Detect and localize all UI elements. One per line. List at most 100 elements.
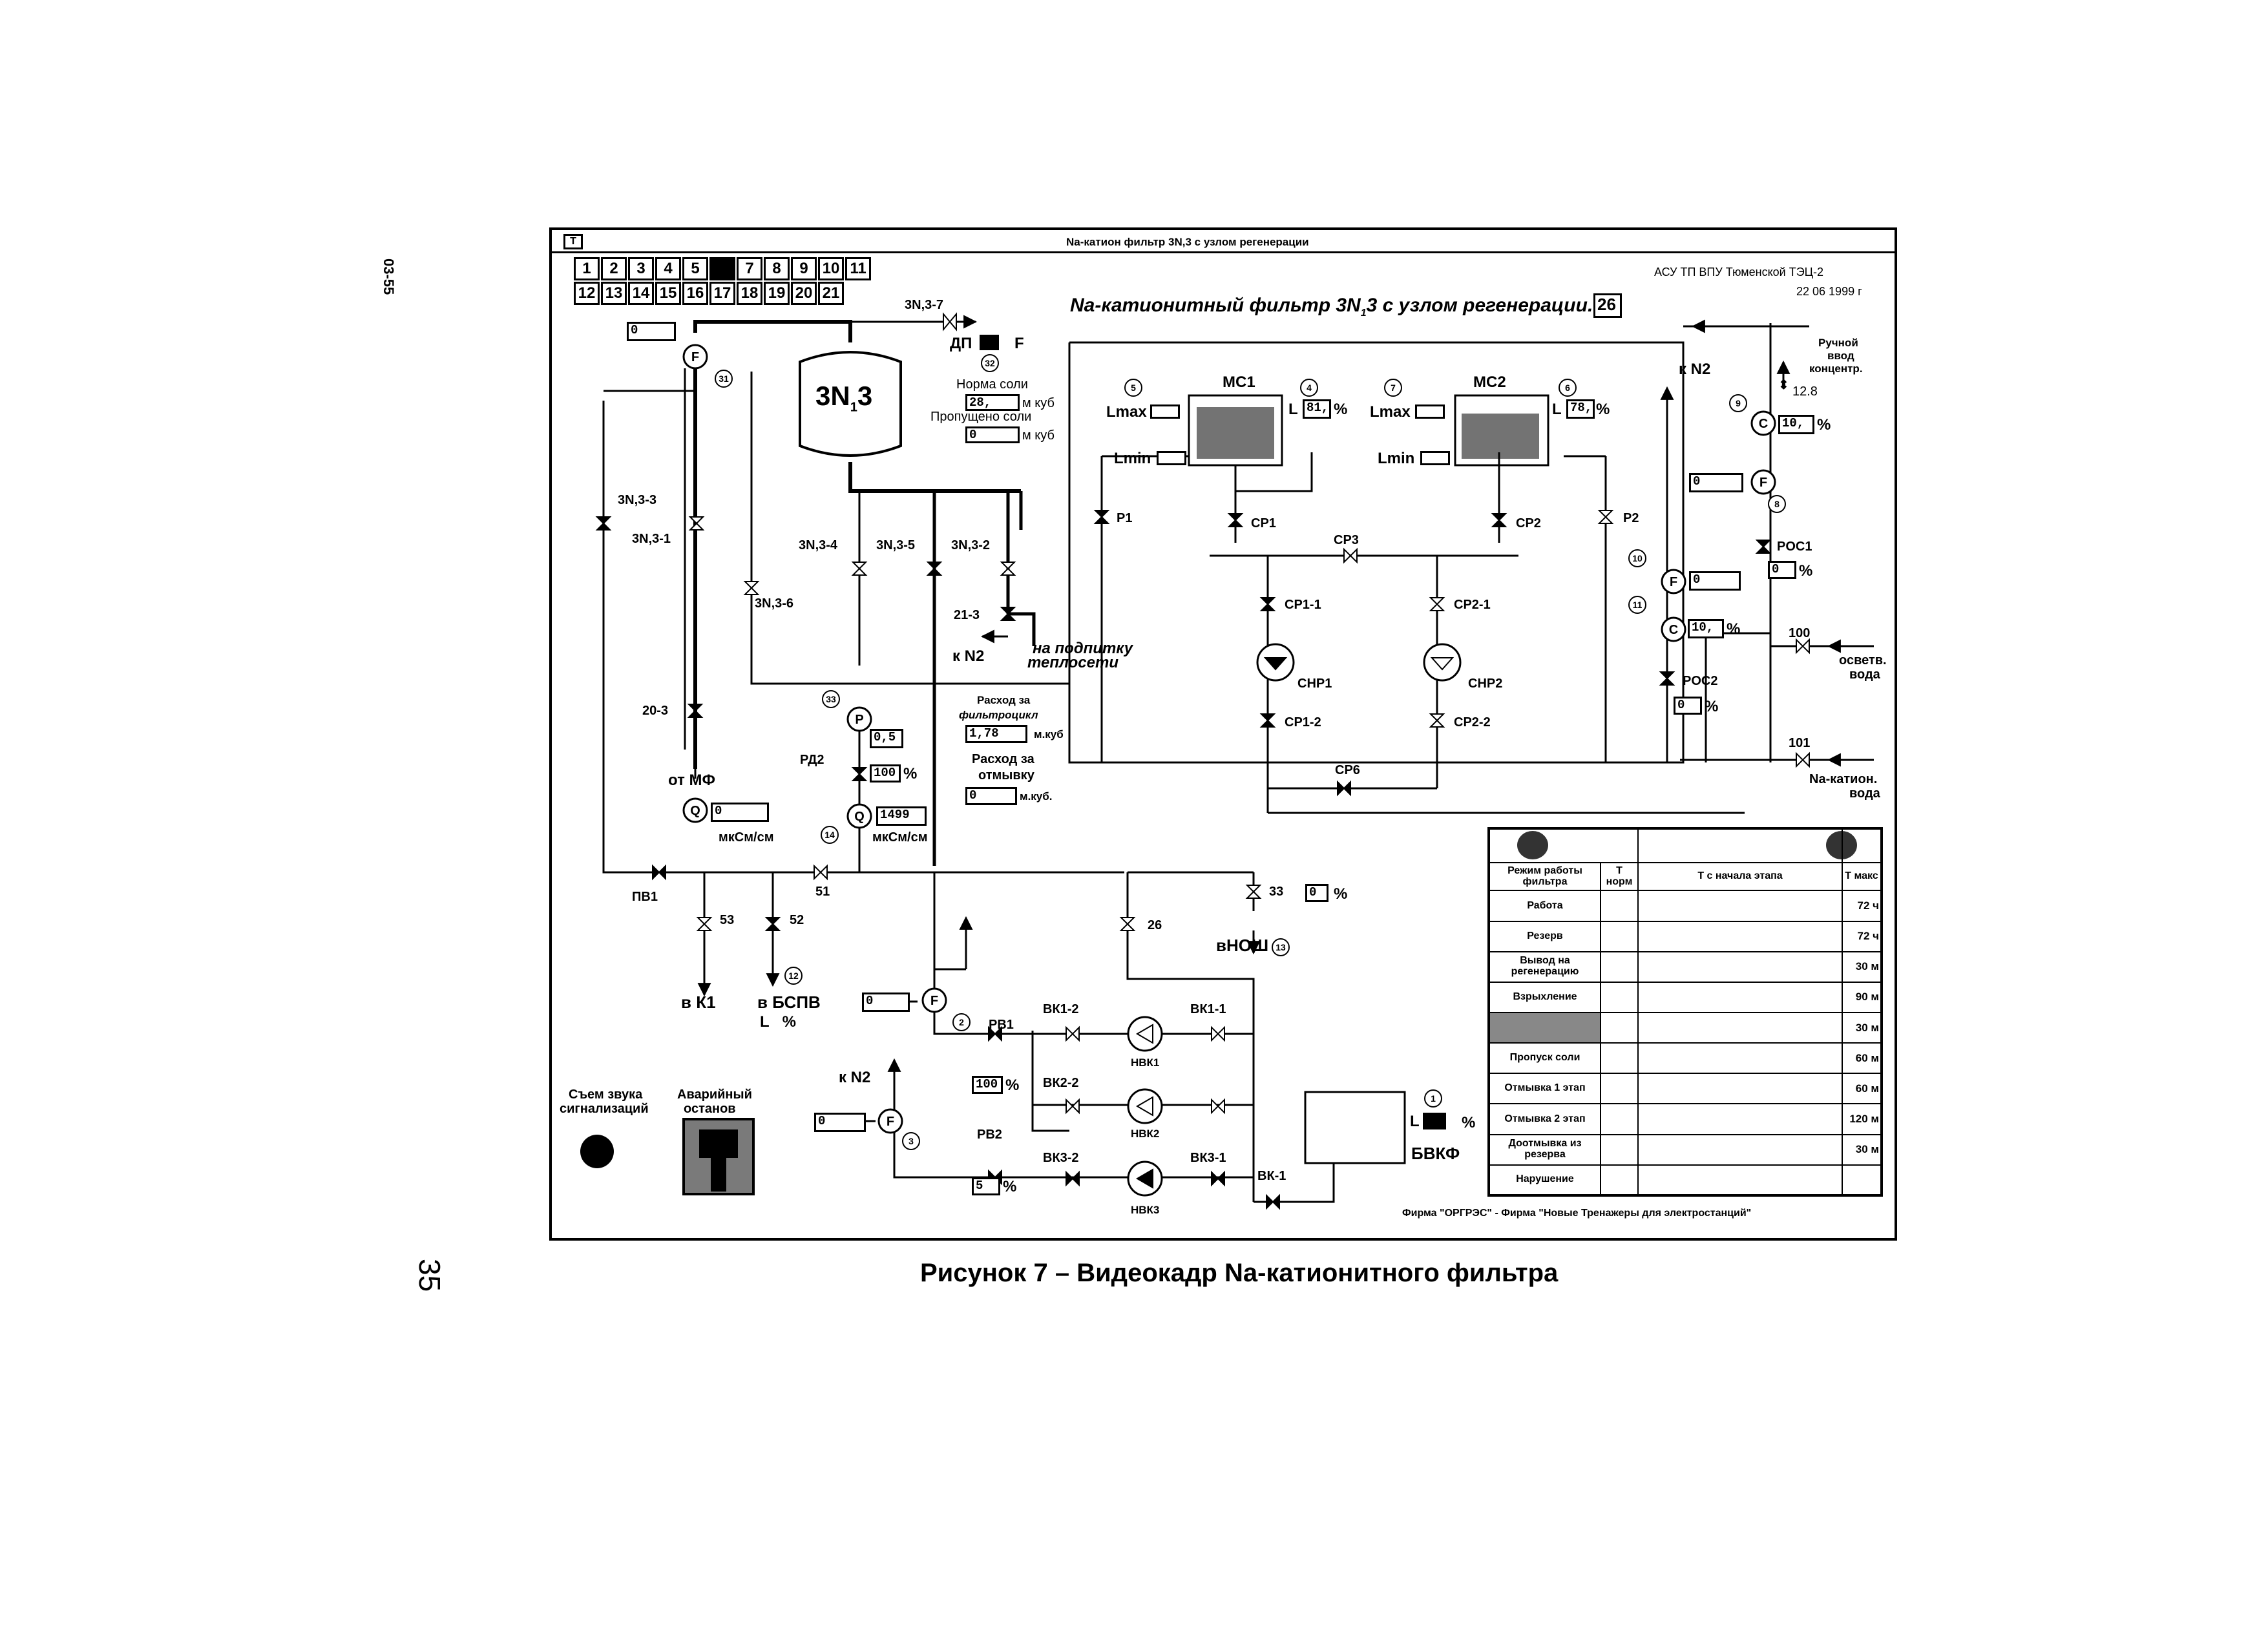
tab-1[interactable]: 1 xyxy=(574,257,600,280)
tab-14[interactable]: 14 xyxy=(628,282,654,305)
valve-label-cp6[interactable]: CP6 xyxy=(1335,763,1360,777)
tab-2[interactable]: 2 xyxy=(601,257,627,280)
valve-label-пв1[interactable]: ПВ1 xyxy=(632,890,658,904)
valve-label-3n-3-5[interactable]: 3N,3-5 xyxy=(876,538,916,552)
mc1-label: МС1 xyxy=(1223,373,1255,391)
tab-13[interactable]: 13 xyxy=(601,282,627,305)
tab-17[interactable]: 17 xyxy=(709,282,735,305)
poc1-value[interactable]: 0 xyxy=(1768,561,1796,579)
tab-18[interactable]: 18 xyxy=(737,282,762,305)
to-nosh-label: вНОШ xyxy=(1216,936,1269,955)
tab-10[interactable]: 10 xyxy=(818,257,844,280)
valve-label-3n-3-7[interactable]: 3N,3-7 xyxy=(905,298,944,312)
salt-norm-label: Норма соли xyxy=(956,377,1028,392)
valve-label-3n-3-1[interactable]: 3N,3-1 xyxy=(632,532,671,546)
valve-label-53[interactable]: 53 xyxy=(720,913,735,927)
c9-value[interactable]: 10, xyxy=(1778,415,1814,434)
marker-4: 4 xyxy=(1300,379,1318,397)
mc1-lmin-box xyxy=(1157,451,1186,465)
tab-16[interactable]: 16 xyxy=(682,282,708,305)
tab-7[interactable]: 7 xyxy=(737,257,762,280)
valve-label-poc2[interactable]: POC2 xyxy=(1683,674,1718,688)
rd2-value[interactable]: 100 xyxy=(870,764,901,782)
valve-label-3n-3-4[interactable]: 3N,3-4 xyxy=(799,538,838,552)
valve-label-p1[interactable]: P1 xyxy=(1117,511,1133,525)
tab-6[interactable]: 6 xyxy=(709,257,735,280)
valve-label-рд2[interactable]: РД2 xyxy=(800,753,824,767)
q-left-value[interactable]: 0 xyxy=(711,803,769,822)
emergency-stop-button[interactable] xyxy=(682,1118,755,1195)
valve-label-cp1[interactable]: CP1 xyxy=(1251,516,1276,530)
q14-value[interactable]: 1499 xyxy=(876,806,927,826)
mc1-level[interactable]: 81, xyxy=(1303,399,1331,419)
valve-label-26[interactable]: 26 xyxy=(1148,918,1162,932)
valve-label-рв2[interactable]: РВ2 xyxy=(977,1128,1002,1142)
valve-label-20-3[interactable]: 20-3 xyxy=(642,704,669,718)
f2-value[interactable]: 0 xyxy=(862,993,910,1012)
marker-12: 12 xyxy=(784,967,803,985)
mc2-label: МС2 xyxy=(1473,373,1506,391)
valve-label-3n-3-6[interactable]: 3N,3-6 xyxy=(755,596,794,611)
f31-value[interactable]: 0 xyxy=(627,322,676,341)
tab-3[interactable]: 3 xyxy=(628,257,654,280)
valve-label-cp2-1[interactable]: CP2-1 xyxy=(1454,598,1491,612)
tab-4[interactable]: 4 xyxy=(655,257,681,280)
f8-glyph: F xyxy=(1759,476,1767,490)
valve-label-52[interactable]: 52 xyxy=(790,913,804,927)
l33-value[interactable]: 0 xyxy=(1305,884,1328,902)
p33-value[interactable]: 0,5 xyxy=(870,729,903,748)
tab-12[interactable]: 12 xyxy=(574,282,600,305)
tab-5[interactable]: 5 xyxy=(682,257,708,280)
f10-value[interactable]: 0 xyxy=(1689,571,1741,591)
tab-8[interactable]: 8 xyxy=(764,257,790,280)
valve-label-вк3-1[interactable]: ВК3-1 xyxy=(1190,1151,1226,1165)
window-menu-icon[interactable]: T xyxy=(563,234,583,249)
valve-label-21-3[interactable]: 21-3 xyxy=(954,608,980,622)
valve-label-3n-3-2[interactable]: 3N,3-2 xyxy=(951,538,991,552)
tab-9[interactable]: 9 xyxy=(791,257,817,280)
valve-label-cp2-2[interactable]: CP2-2 xyxy=(1454,715,1491,730)
valve-label-вк1-1[interactable]: ВК1-1 xyxy=(1190,1002,1226,1016)
poc2-value[interactable]: 0 xyxy=(1674,697,1702,715)
valve-label-рв1[interactable]: РВ1 xyxy=(989,1018,1014,1032)
mc1-l-letter: L xyxy=(1288,401,1298,418)
mode-tmax: 30 м xyxy=(1842,951,1882,983)
rv2-value[interactable]: 5 xyxy=(972,1177,1000,1195)
valve-label-вк-1[interactable]: ВК-1 xyxy=(1257,1169,1286,1183)
valve-label-3n-3-3[interactable]: 3N,3-3 xyxy=(618,493,657,507)
manual-conc-value[interactable]: 12.8 xyxy=(1792,384,1818,399)
valve-label-101[interactable]: 101 xyxy=(1789,736,1811,750)
tab-11[interactable]: 11 xyxy=(845,257,871,280)
f8-value[interactable]: 0 xyxy=(1689,473,1743,492)
mc2-level[interactable]: 78, xyxy=(1566,399,1595,419)
tab-21[interactable]: 21 xyxy=(818,282,844,305)
mc2-level-unit: % xyxy=(1596,401,1610,418)
manual-conc-arrows[interactable]: ⇕ xyxy=(1778,378,1789,392)
mode-name: Пропуск соли xyxy=(1488,1042,1601,1075)
valve-label-33[interactable]: 33 xyxy=(1269,885,1284,899)
valve-label-вк2-2[interactable]: ВК2-2 xyxy=(1043,1076,1079,1090)
valve-label-cp2[interactable]: CP2 xyxy=(1516,516,1541,530)
c9-unit: % xyxy=(1817,416,1831,434)
valve-label-cp1-1[interactable]: CP1-1 xyxy=(1285,598,1321,612)
tab-15[interactable]: 15 xyxy=(655,282,681,305)
valve-label-cp3[interactable]: CP3 xyxy=(1334,533,1359,547)
c11-value[interactable]: 10, xyxy=(1688,619,1724,638)
manual-conc-label-1: Ручной xyxy=(1818,337,1858,349)
valve-label-p2[interactable]: P2 xyxy=(1623,511,1639,525)
mode-tmax xyxy=(1842,1164,1882,1197)
valve-label-вк3-2[interactable]: ВК3-2 xyxy=(1043,1151,1079,1165)
f3-value[interactable]: 0 xyxy=(814,1113,866,1132)
rv1-value[interactable]: 100 xyxy=(972,1076,1003,1094)
mc1-lmax-box xyxy=(1150,404,1180,419)
mode-name: Вывод на регенерацию xyxy=(1488,951,1601,983)
valve-label-51[interactable]: 51 xyxy=(815,885,830,899)
valve-label-100[interactable]: 100 xyxy=(1789,626,1811,640)
tab-19[interactable]: 19 xyxy=(764,282,790,305)
valve-label-вк1-2[interactable]: ВК1-2 xyxy=(1043,1002,1079,1016)
tab-20[interactable]: 20 xyxy=(791,282,817,305)
valve-label-cp1-2[interactable]: CP1-2 xyxy=(1285,715,1321,730)
alarm-sound-reset-button[interactable] xyxy=(580,1135,614,1168)
valve-label-poc1[interactable]: POC1 xyxy=(1777,540,1812,554)
